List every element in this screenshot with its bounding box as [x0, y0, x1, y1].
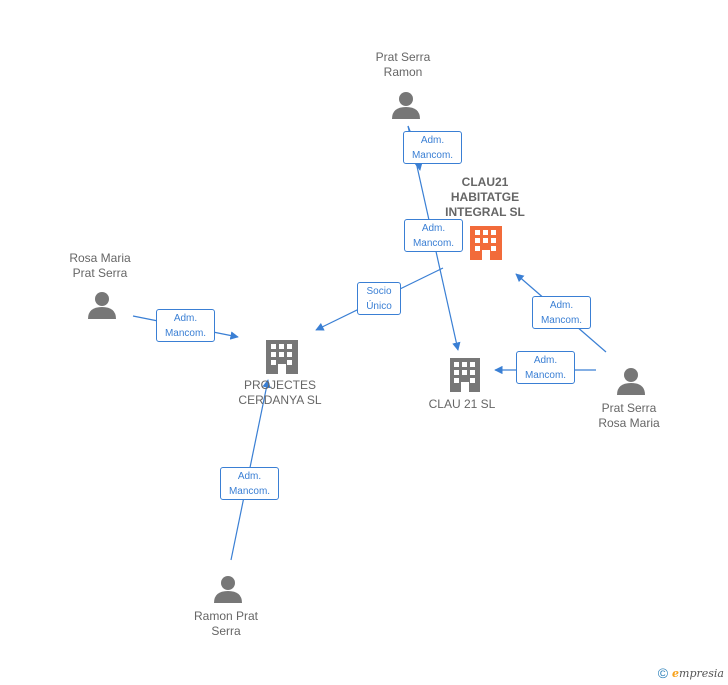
edge-label: Adm. Mancom.	[156, 309, 215, 342]
person-label-rosa-maria-prat-serra[interactable]: Rosa Maria Prat Serra	[69, 251, 131, 280]
person-icon	[392, 92, 420, 119]
company-label-projectes-cerdanya[interactable]: PROJECTES CERDANYA SL	[238, 378, 322, 407]
brand-logo: empresia	[672, 666, 724, 680]
building-icon	[470, 226, 502, 260]
edge-label: Adm. Mancom.	[516, 351, 575, 384]
company-label-clau21-sl[interactable]: CLAU 21 SL	[428, 397, 496, 411]
edge-label: Adm. Mancom.	[532, 296, 591, 329]
person-label-prat-serra-rosa-maria[interactable]: Prat Serra Rosa Maria	[598, 401, 660, 430]
brand-footer[interactable]: © empresia	[658, 665, 724, 681]
person-label-ramon-prat-serra[interactable]: Ramon Prat Serra	[193, 609, 259, 638]
person-icon	[88, 292, 116, 319]
person-icon	[617, 368, 645, 395]
building-icon	[266, 340, 298, 374]
company-label-clau21-habitatge[interactable]: CLAU21 HABITATGE INTEGRAL SL	[445, 175, 525, 219]
person-label-prat-serra-ramon[interactable]: Prat Serra Ramon	[375, 50, 431, 79]
edge-label: Adm. Mancom.	[220, 467, 279, 500]
edge-label: Adm. Mancom.	[403, 131, 462, 164]
building-icon	[450, 358, 480, 392]
person-icon	[214, 576, 242, 603]
edge-label: Adm. Mancom.	[404, 219, 463, 252]
copyright-icon: ©	[657, 665, 669, 681]
edge-label: Socio Único	[357, 282, 401, 315]
